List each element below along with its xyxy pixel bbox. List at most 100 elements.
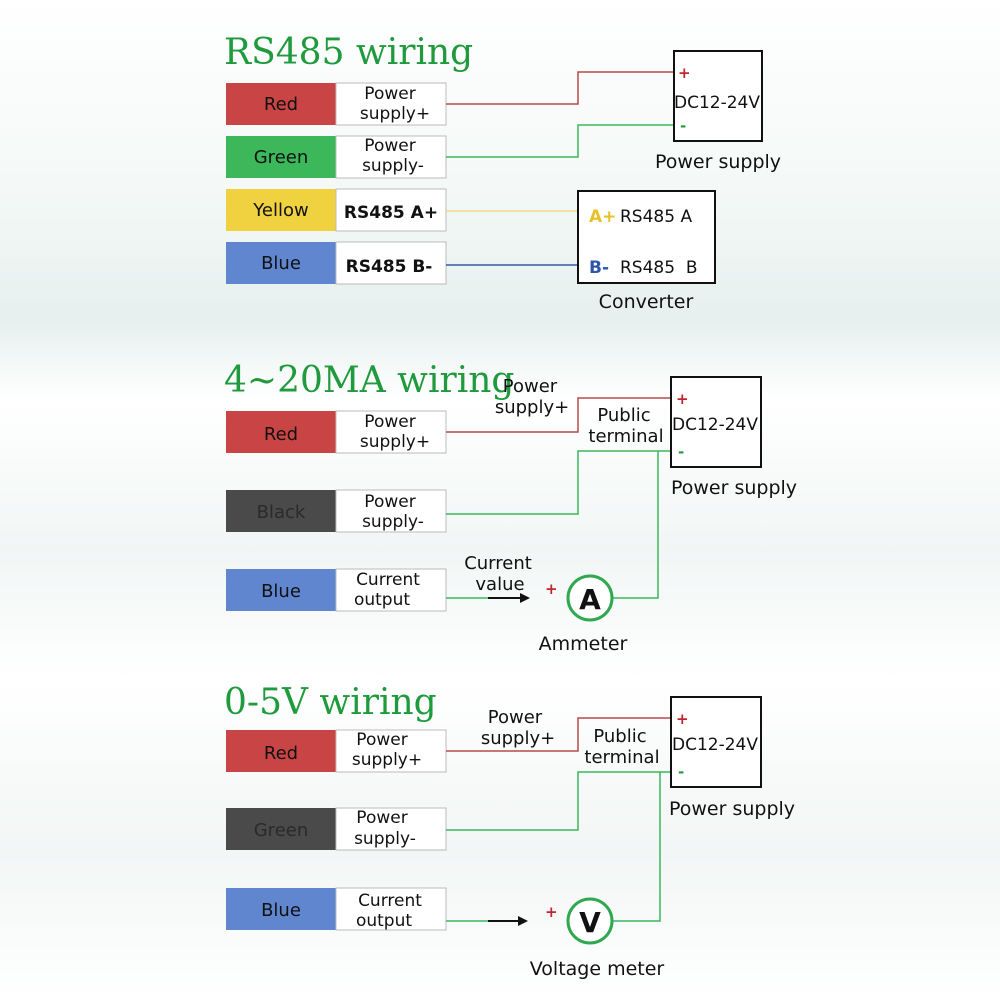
- ma-black-label-2: supply-: [362, 512, 424, 532]
- ma-black-swatch: [226, 490, 336, 532]
- rs485-blue-label-box: [335, 241, 447, 285]
- ma-black-label-box: [335, 489, 447, 533]
- volt-public-label-2: terminal: [584, 747, 659, 768]
- rs485-green-name: Green: [254, 147, 309, 168]
- volt-ps-voltage: DC12-24V: [672, 735, 758, 755]
- ma-red-name: Red: [264, 424, 298, 445]
- ma-red-label-1: Power: [364, 412, 415, 432]
- ma-blue-label-2: output: [354, 590, 410, 610]
- rs485-yellow-name: Yellow: [252, 200, 308, 221]
- volt-red-name: Red: [264, 743, 298, 764]
- volt-red-label-1: Power: [356, 730, 407, 750]
- ma-blue-swatch: [226, 569, 336, 611]
- volt-arrow-head-icon: [518, 916, 528, 926]
- rs485-red-label-1: Power: [364, 84, 415, 104]
- volt-green-swatch: [226, 808, 336, 850]
- volt-power-label-1: Power: [488, 707, 543, 728]
- rs485-red-label-box: [335, 82, 447, 126]
- volt-blue-swatch: [226, 888, 336, 930]
- volt-wire-green: [446, 771, 674, 831]
- rs485-wire-red: [446, 71, 674, 105]
- rs485-red-label-2: supply+: [360, 104, 430, 124]
- converter-b-label: RS485 B: [620, 258, 698, 278]
- ma-power-supply-box: [670, 376, 762, 468]
- ma-ps-caption: Power supply: [671, 477, 797, 499]
- ma-red-label-box: [335, 410, 447, 454]
- ma-blue-label-1: Current: [356, 570, 420, 590]
- volt-ps-minus: -: [678, 763, 684, 781]
- rs485-yellow-swatch: [226, 189, 336, 231]
- ma-arrow-head-icon: [520, 593, 530, 603]
- ma-wire-red: [446, 397, 674, 433]
- rs485-yellow-label: RS485 A+: [344, 203, 438, 223]
- volt-green-name: Green: [254, 820, 309, 841]
- rs485-green-label-2: supply-: [362, 156, 424, 176]
- volt-blue-label-1: Current: [358, 891, 422, 911]
- ma-ps-voltage: DC12-24V: [672, 415, 758, 435]
- volt-red-label-2: supply+: [352, 750, 422, 770]
- ma-meter-plus: +: [545, 580, 558, 598]
- ma-wire-return: [612, 451, 659, 599]
- rs485-green-swatch: [226, 136, 336, 178]
- volt-blue-name: Blue: [261, 900, 301, 921]
- rs485-blue-label: RS485 B-: [346, 257, 433, 277]
- rs485-ps-voltage: DC12-24V: [674, 93, 760, 113]
- voltmeter-caption: Voltage meter: [530, 958, 665, 980]
- volt-title: 0-5V wiring: [224, 682, 437, 723]
- volt-blue-label-box: [335, 887, 447, 931]
- volt-red-label-box: [335, 729, 447, 773]
- ma-current-value-1: Current: [464, 553, 532, 574]
- voltmeter-icon: [566, 897, 614, 945]
- volt-green-label-1: Power: [356, 808, 407, 828]
- ma-power-label-1: Power: [503, 376, 558, 397]
- ma-black-label-1: Power: [364, 492, 415, 512]
- ammeter-caption: Ammeter: [539, 633, 628, 655]
- rs485-red-name: Red: [264, 94, 298, 115]
- volt-red-swatch: [226, 730, 336, 772]
- rs485-blue-swatch: [226, 242, 336, 284]
- ma-wire-black: [446, 450, 674, 515]
- converter-b-prefix: B-: [589, 258, 609, 278]
- ammeter-symbol: A: [579, 583, 601, 616]
- ammeter-icon: [566, 574, 614, 622]
- ma-blue-label-box: [335, 568, 447, 612]
- voltmeter-symbol: V: [579, 906, 601, 939]
- converter-a-prefix: A+: [589, 207, 616, 227]
- volt-wire-return: [612, 772, 661, 922]
- ma-current-value-2: value: [475, 574, 524, 595]
- ma-black-name: Black: [257, 502, 306, 523]
- rs485-ps-minus: -: [680, 117, 686, 135]
- volt-ps-caption: Power supply: [669, 798, 795, 820]
- ma-ps-minus: -: [678, 443, 684, 461]
- rs485-title: RS485 wiring: [224, 32, 473, 73]
- ma-public-label-2: terminal: [588, 426, 663, 447]
- volt-wire-red: [446, 717, 674, 752]
- rs485-yellow-label-box: [335, 188, 447, 232]
- rs485-green-label-1: Power: [364, 136, 415, 156]
- ma-red-swatch: [226, 411, 336, 453]
- rs485-red-swatch: [226, 83, 336, 125]
- converter-a-label: RS485 A: [620, 207, 692, 227]
- volt-blue-label-2: output: [356, 911, 412, 931]
- ma-red-label-2: supply+: [360, 432, 430, 452]
- volt-power-supply-box: [670, 696, 762, 788]
- ma-blue-name: Blue: [261, 581, 301, 602]
- ma-title: 4~20MA wiring: [224, 360, 514, 401]
- volt-public-label-1: Public: [593, 726, 646, 747]
- rs485-wire-green: [446, 124, 674, 158]
- ma-ps-plus: +: [676, 390, 689, 408]
- ma-public-label-1: Public: [597, 405, 650, 426]
- rs485-ps-caption: Power supply: [655, 151, 781, 173]
- volt-power-label-2: supply+: [481, 728, 555, 749]
- volt-meter-plus: +: [545, 903, 558, 921]
- volt-green-label-box: [335, 807, 447, 851]
- rs485-blue-name: Blue: [261, 253, 301, 274]
- ma-power-label-2: supply+: [495, 397, 569, 418]
- converter-caption: Converter: [599, 291, 694, 313]
- converter-box: [577, 190, 716, 284]
- volt-ps-plus: +: [676, 710, 689, 728]
- rs485-ps-plus: +: [678, 64, 691, 82]
- rs485-power-supply-box: [673, 50, 763, 142]
- volt-green-label-2: supply-: [354, 829, 416, 849]
